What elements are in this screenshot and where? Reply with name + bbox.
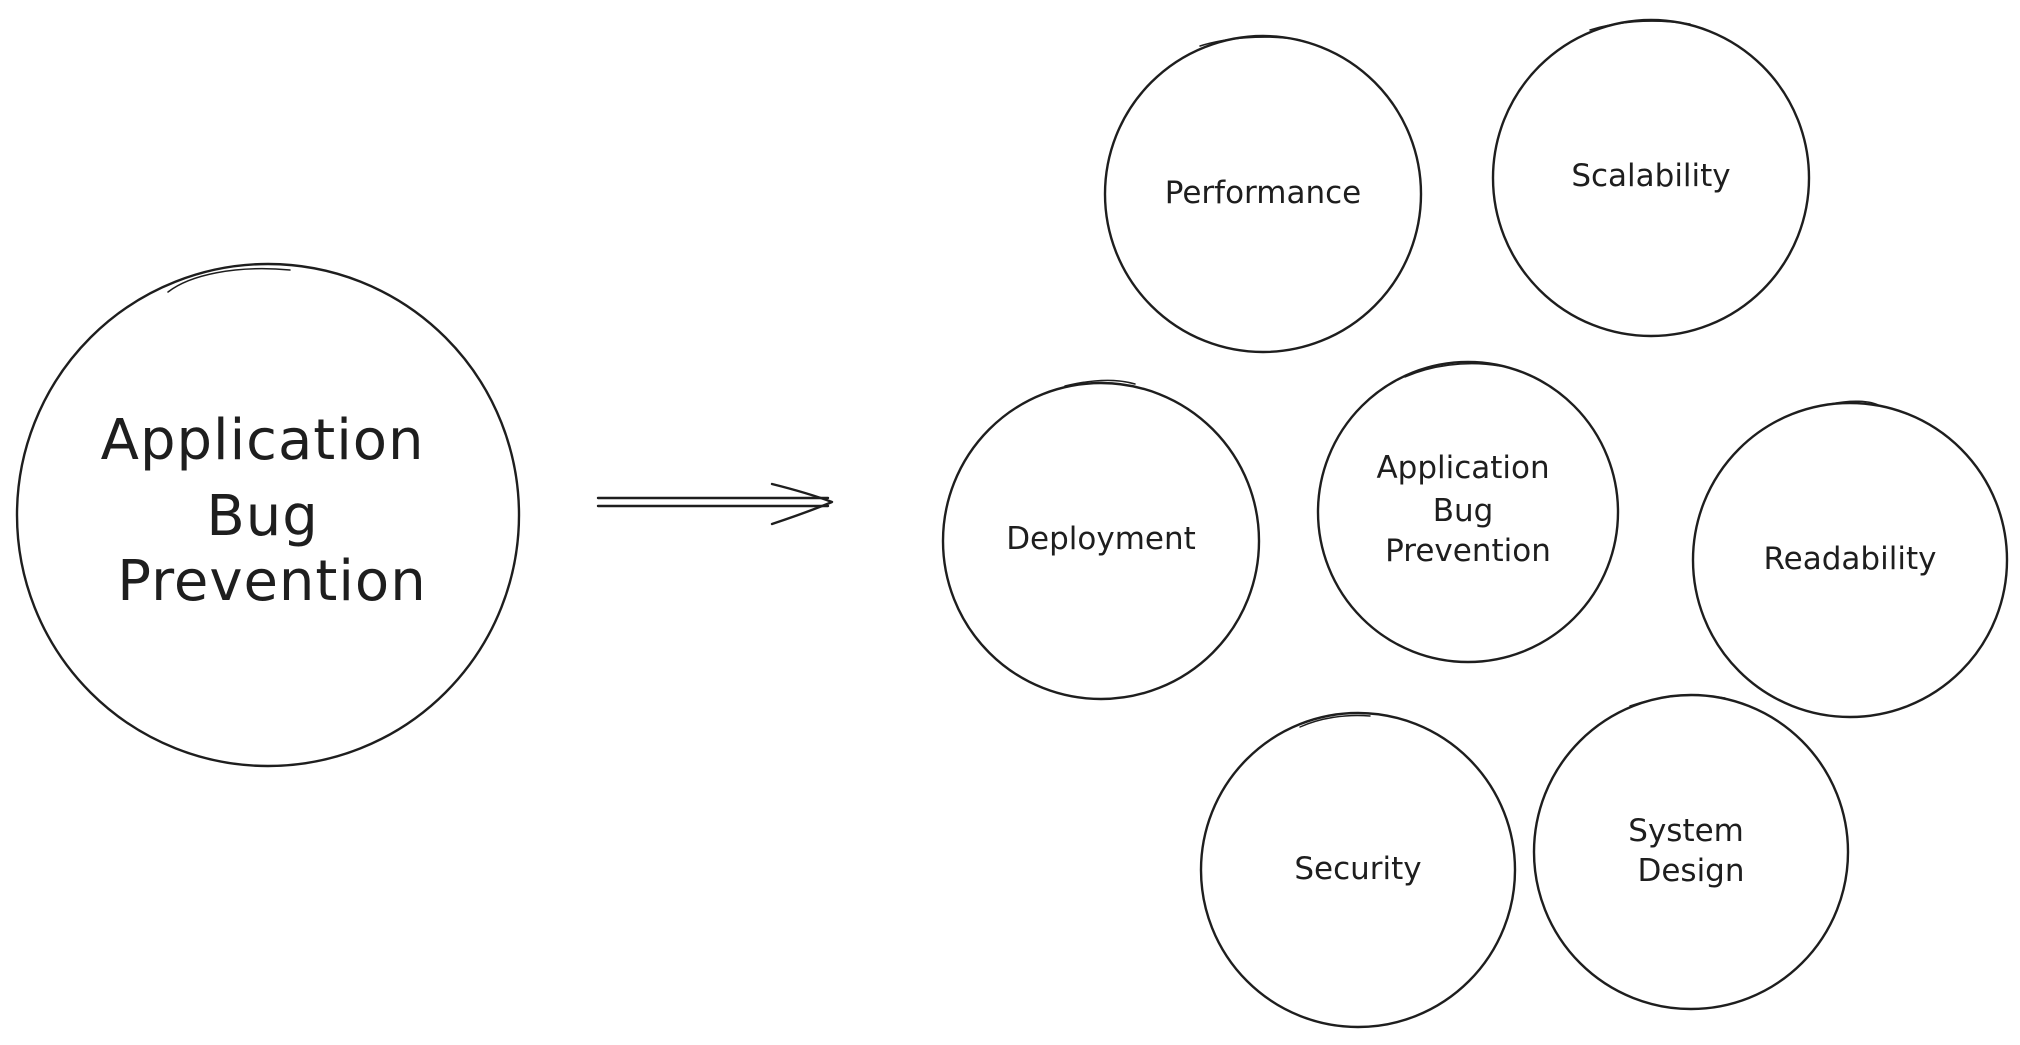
center-label-line-2: Bug <box>1433 493 1494 529</box>
topic-label-system-design: System Design <box>1628 813 1753 889</box>
center-label-line-1: Application <box>1376 450 1549 486</box>
topic-node-deployment[interactable]: Deployment <box>941 379 1261 701</box>
topic-label-center: Application Bug Prevention <box>1376 450 1559 569</box>
source-node[interactable]: Application Bug Prevention <box>15 262 521 768</box>
topic-node-system-design[interactable]: System Design <box>1532 693 1850 1011</box>
topic-node-center[interactable]: Application Bug Prevention <box>1316 360 1620 664</box>
topic-node-performance[interactable]: Performance <box>1103 34 1423 354</box>
scalability-label-line-1: Scalability <box>1571 158 1730 194</box>
topic-label-security: Security <box>1294 851 1421 887</box>
topic-node-scalability[interactable]: Scalability <box>1491 18 1811 338</box>
deployment-label-line-1: Deployment <box>1006 521 1196 557</box>
arrow <box>596 482 834 526</box>
performance-label-line-1: Performance <box>1165 175 1361 211</box>
topic-label-scalability: Scalability <box>1571 158 1730 194</box>
topic-label-performance: Performance <box>1165 175 1361 211</box>
readability-label-line-1: Readability <box>1764 541 1937 577</box>
source-label-line-3: Prevention <box>117 549 426 614</box>
center-label-line-3: Prevention <box>1385 533 1551 569</box>
topic-label-deployment: Deployment <box>1006 521 1196 557</box>
system-design-label-line-2: Design <box>1637 853 1744 889</box>
topic-label-readability: Readability <box>1764 541 1937 577</box>
source-label-line-1: Application <box>101 408 425 473</box>
source-node-label: Application Bug Prevention <box>101 408 444 614</box>
topic-node-readability[interactable]: Readability <box>1691 400 2009 719</box>
topic-node-security[interactable]: Security <box>1199 711 1517 1029</box>
source-label-line-2: Bug <box>206 484 318 549</box>
security-label-line-1: Security <box>1294 851 1421 887</box>
system-design-label-line-1: System <box>1628 813 1744 849</box>
